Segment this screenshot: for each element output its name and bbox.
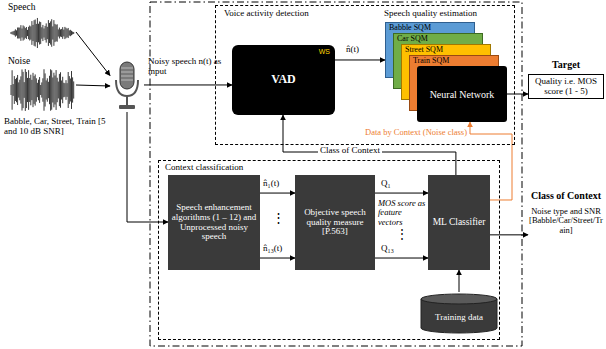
node-text: Speech [8, 2, 35, 12]
edge-label: n̂₁₃(t) [263, 244, 282, 254]
node-subtext: Quality i.e. MOS score (1 - 5) [528, 74, 604, 100]
speech-signal [8, 15, 76, 51]
flow-arrow [507, 94, 528, 95]
node-text: Street SQM [405, 46, 443, 55]
node-subtext: Noise type and SNR [Babble/Car/Street/Tr… [528, 207, 604, 235]
dashed-region: Voice activity detection Speech quality e… [215, 5, 515, 145]
flow-arrow [76, 85, 110, 86]
node-text: Neural Network [430, 89, 495, 100]
edge-label: Data by Context (Noise class) [336, 128, 467, 137]
ellipsis-dots: ⋮ [396, 228, 408, 241]
process-box: Speech enhancement algorithms (1 – 12) a… [168, 175, 260, 270]
source-note: Babble, Car, Street, Train [5 and 10 dB … [4, 117, 112, 137]
noise-signal [8, 68, 76, 112]
node-text: VAD [271, 73, 295, 86]
output-class: Class of ContextNoise type and SNR [Babb… [528, 190, 604, 270]
output-target: TargetQuality i.e. MOS score (1 - 5) [528, 48, 604, 110]
flow-arrow [260, 193, 295, 194]
node-text: ML Classifier [433, 217, 486, 227]
flow-arrow [76, 32, 110, 76]
process-box: ML Classifier [428, 175, 490, 270]
flow-arrow [375, 258, 428, 259]
noise-waveform: Noise [8, 56, 76, 114]
node-text: Car SQM [397, 35, 428, 44]
node-text: Context classification [165, 163, 243, 173]
node-text: Noise [8, 56, 30, 66]
microphone-icon [110, 60, 144, 112]
database-cylinder: Training data [420, 292, 498, 334]
node-text: Class of Context [531, 190, 601, 201]
process-box: VAD WS [232, 45, 335, 115]
node-subtext: WS [319, 48, 330, 56]
speech-waveform: Speech [8, 2, 76, 52]
edge-label: Q₁₃ [381, 244, 394, 254]
process-box: Neural Network [417, 66, 507, 122]
node-text: Target [552, 59, 580, 70]
node-text: Objective speech quality measure [P.563] [298, 208, 372, 238]
node-text: Speech enhancement algorithms (1 – 12) a… [171, 203, 257, 243]
flow-arrow [375, 193, 428, 194]
ellipsis-dots: ⋮ [272, 211, 285, 225]
dashed-region: Context classificationSpeech enhancement… [158, 160, 500, 340]
flow-arrow [459, 270, 460, 292]
flow-arrow [335, 59, 385, 60]
microphone: Noisy speech n(t) as input [110, 60, 144, 112]
flow-arrow [144, 84, 232, 85]
flow-arrow [283, 115, 456, 175]
node-text: Noisy speech n(t) as input [148, 57, 222, 77]
node-text: Train SQM [413, 57, 449, 66]
flow-arrow [490, 234, 528, 235]
node-text: Babble SQM [389, 24, 431, 33]
node-text: Voice activity detection [224, 9, 309, 19]
edge-label: n̂₁(t) [263, 179, 279, 189]
edge-label: Class of Context [318, 146, 382, 156]
process-box: Objective speech quality measure [P.563] [295, 175, 375, 270]
edge-label: n̂(t) [346, 45, 359, 55]
node-subtext: Speech quality estimation [384, 9, 477, 19]
node-text: Training data [435, 313, 483, 323]
flow-arrow [260, 258, 295, 259]
annotation-text: MOS score as feature vectors [378, 199, 426, 227]
edge-label: Q₁ [381, 179, 391, 189]
system-boundary [150, 2, 522, 346]
flow-arrow [127, 112, 168, 222]
